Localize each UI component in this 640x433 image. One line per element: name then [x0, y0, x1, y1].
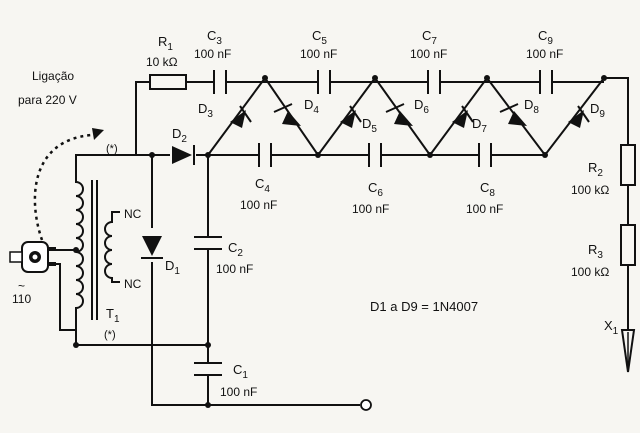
label-c6: C6 100 nF	[352, 180, 389, 216]
svg-text:C8: C8	[480, 180, 495, 199]
label-star-top: (*)	[106, 143, 118, 155]
label-r3: R3 100 kΩ	[571, 242, 609, 279]
svg-text:100 nF: 100 nF	[352, 202, 389, 216]
svg-text:C4: C4	[255, 176, 270, 195]
diode-note: D1 a D9 = 1N4007	[370, 299, 478, 314]
svg-text:100 nF: 100 nF	[410, 47, 447, 61]
label-ligacao-line1: Ligação	[32, 69, 74, 83]
arrow-head-icon	[92, 128, 104, 140]
label-d6: D6	[414, 97, 429, 116]
svg-text:R1: R1	[158, 34, 173, 53]
capacitor-c6	[368, 143, 382, 167]
label-d4: D4	[304, 97, 319, 116]
label-c3: C3 100 nF	[194, 28, 231, 61]
diode-d8	[499, 103, 527, 126]
svg-text:C2: C2	[228, 240, 243, 259]
label-d7: D7	[472, 116, 487, 135]
label-d2: D2	[172, 126, 187, 145]
svg-text:100 nF: 100 nF	[216, 262, 253, 276]
label-mains-voltage: 110	[12, 292, 31, 306]
label-r1: R1 10 kΩ	[146, 34, 178, 69]
svg-text:100 kΩ: 100 kΩ	[571, 265, 609, 279]
diode-d5	[340, 105, 362, 128]
svg-text:R2: R2	[588, 160, 603, 179]
label-c9: C9 100 nF	[526, 28, 563, 61]
label-c2: C2 100 nF	[216, 240, 253, 276]
capacitor-c3	[213, 70, 227, 94]
label-x1: X1	[604, 318, 619, 337]
svg-text:C1: C1	[233, 362, 248, 381]
label-r2: R2 100 kΩ	[571, 160, 609, 197]
output-terminal	[360, 399, 372, 411]
mains-plug	[9, 241, 76, 331]
label-d3: D3	[198, 101, 213, 120]
resistor-r2	[620, 144, 636, 186]
diode-d2	[172, 145, 195, 165]
svg-text:100 nF: 100 nF	[300, 47, 337, 61]
capacitor-c9	[539, 70, 553, 94]
probe-x1	[620, 329, 636, 373]
dashed-connection-arrow	[33, 133, 93, 241]
label-ligacao-line2: para 220 V	[18, 93, 77, 107]
diode-d4	[273, 103, 301, 126]
svg-text:C5: C5	[312, 28, 327, 47]
resistor-r3	[620, 224, 636, 266]
label-c5: C5 100 nF	[300, 28, 337, 61]
resistor-r1	[149, 74, 187, 90]
label-nc-bottom: NC	[124, 277, 142, 291]
label-star-bottom: (*)	[104, 329, 116, 341]
svg-text:C3: C3	[207, 28, 222, 47]
wire-diode-ladder	[207, 76, 605, 157]
diode-d3	[230, 105, 252, 128]
svg-text:C7: C7	[422, 28, 437, 47]
svg-text:100 nF: 100 nF	[194, 47, 231, 61]
label-d8: D8	[524, 97, 539, 116]
svg-text:R3: R3	[588, 242, 603, 261]
label-c4: C4 100 nF	[240, 176, 277, 212]
transformer-t1	[75, 154, 128, 345]
svg-text:10 kΩ: 10 kΩ	[146, 55, 178, 69]
svg-text:100 nF: 100 nF	[466, 202, 503, 216]
diode-d9	[568, 105, 590, 128]
label-nc-top: NC	[124, 207, 142, 221]
capacitor-c5	[317, 70, 331, 94]
wire-d1-branch	[151, 155, 360, 406]
capacitor-c1	[194, 362, 222, 376]
label-d9: D9	[590, 101, 605, 120]
label-c1: C1 100 nF	[220, 362, 257, 399]
label-c8: C8 100 nF	[466, 180, 503, 216]
diode-d6	[385, 103, 413, 126]
svg-text:100 nF: 100 nF	[220, 385, 257, 399]
svg-text:C6: C6	[368, 180, 383, 199]
svg-text:100 kΩ: 100 kΩ	[571, 183, 609, 197]
label-mains-tilde: ~	[18, 279, 25, 293]
capacitor-c8	[478, 143, 492, 167]
wire-output	[604, 77, 629, 330]
capacitor-c4	[258, 143, 272, 167]
svg-text:100 nF: 100 nF	[240, 198, 277, 212]
label-d5: D5	[362, 116, 377, 135]
label-c7: C7 100 nF	[410, 28, 447, 61]
svg-text:100 nF: 100 nF	[526, 47, 563, 61]
capacitor-c7	[427, 70, 441, 94]
diode-d1	[141, 236, 163, 259]
capacitor-c2	[194, 236, 222, 250]
diode-d7	[452, 105, 474, 128]
svg-text:C9: C9	[538, 28, 553, 47]
label-t1: T1	[106, 306, 120, 325]
label-d1: D1	[165, 258, 180, 277]
